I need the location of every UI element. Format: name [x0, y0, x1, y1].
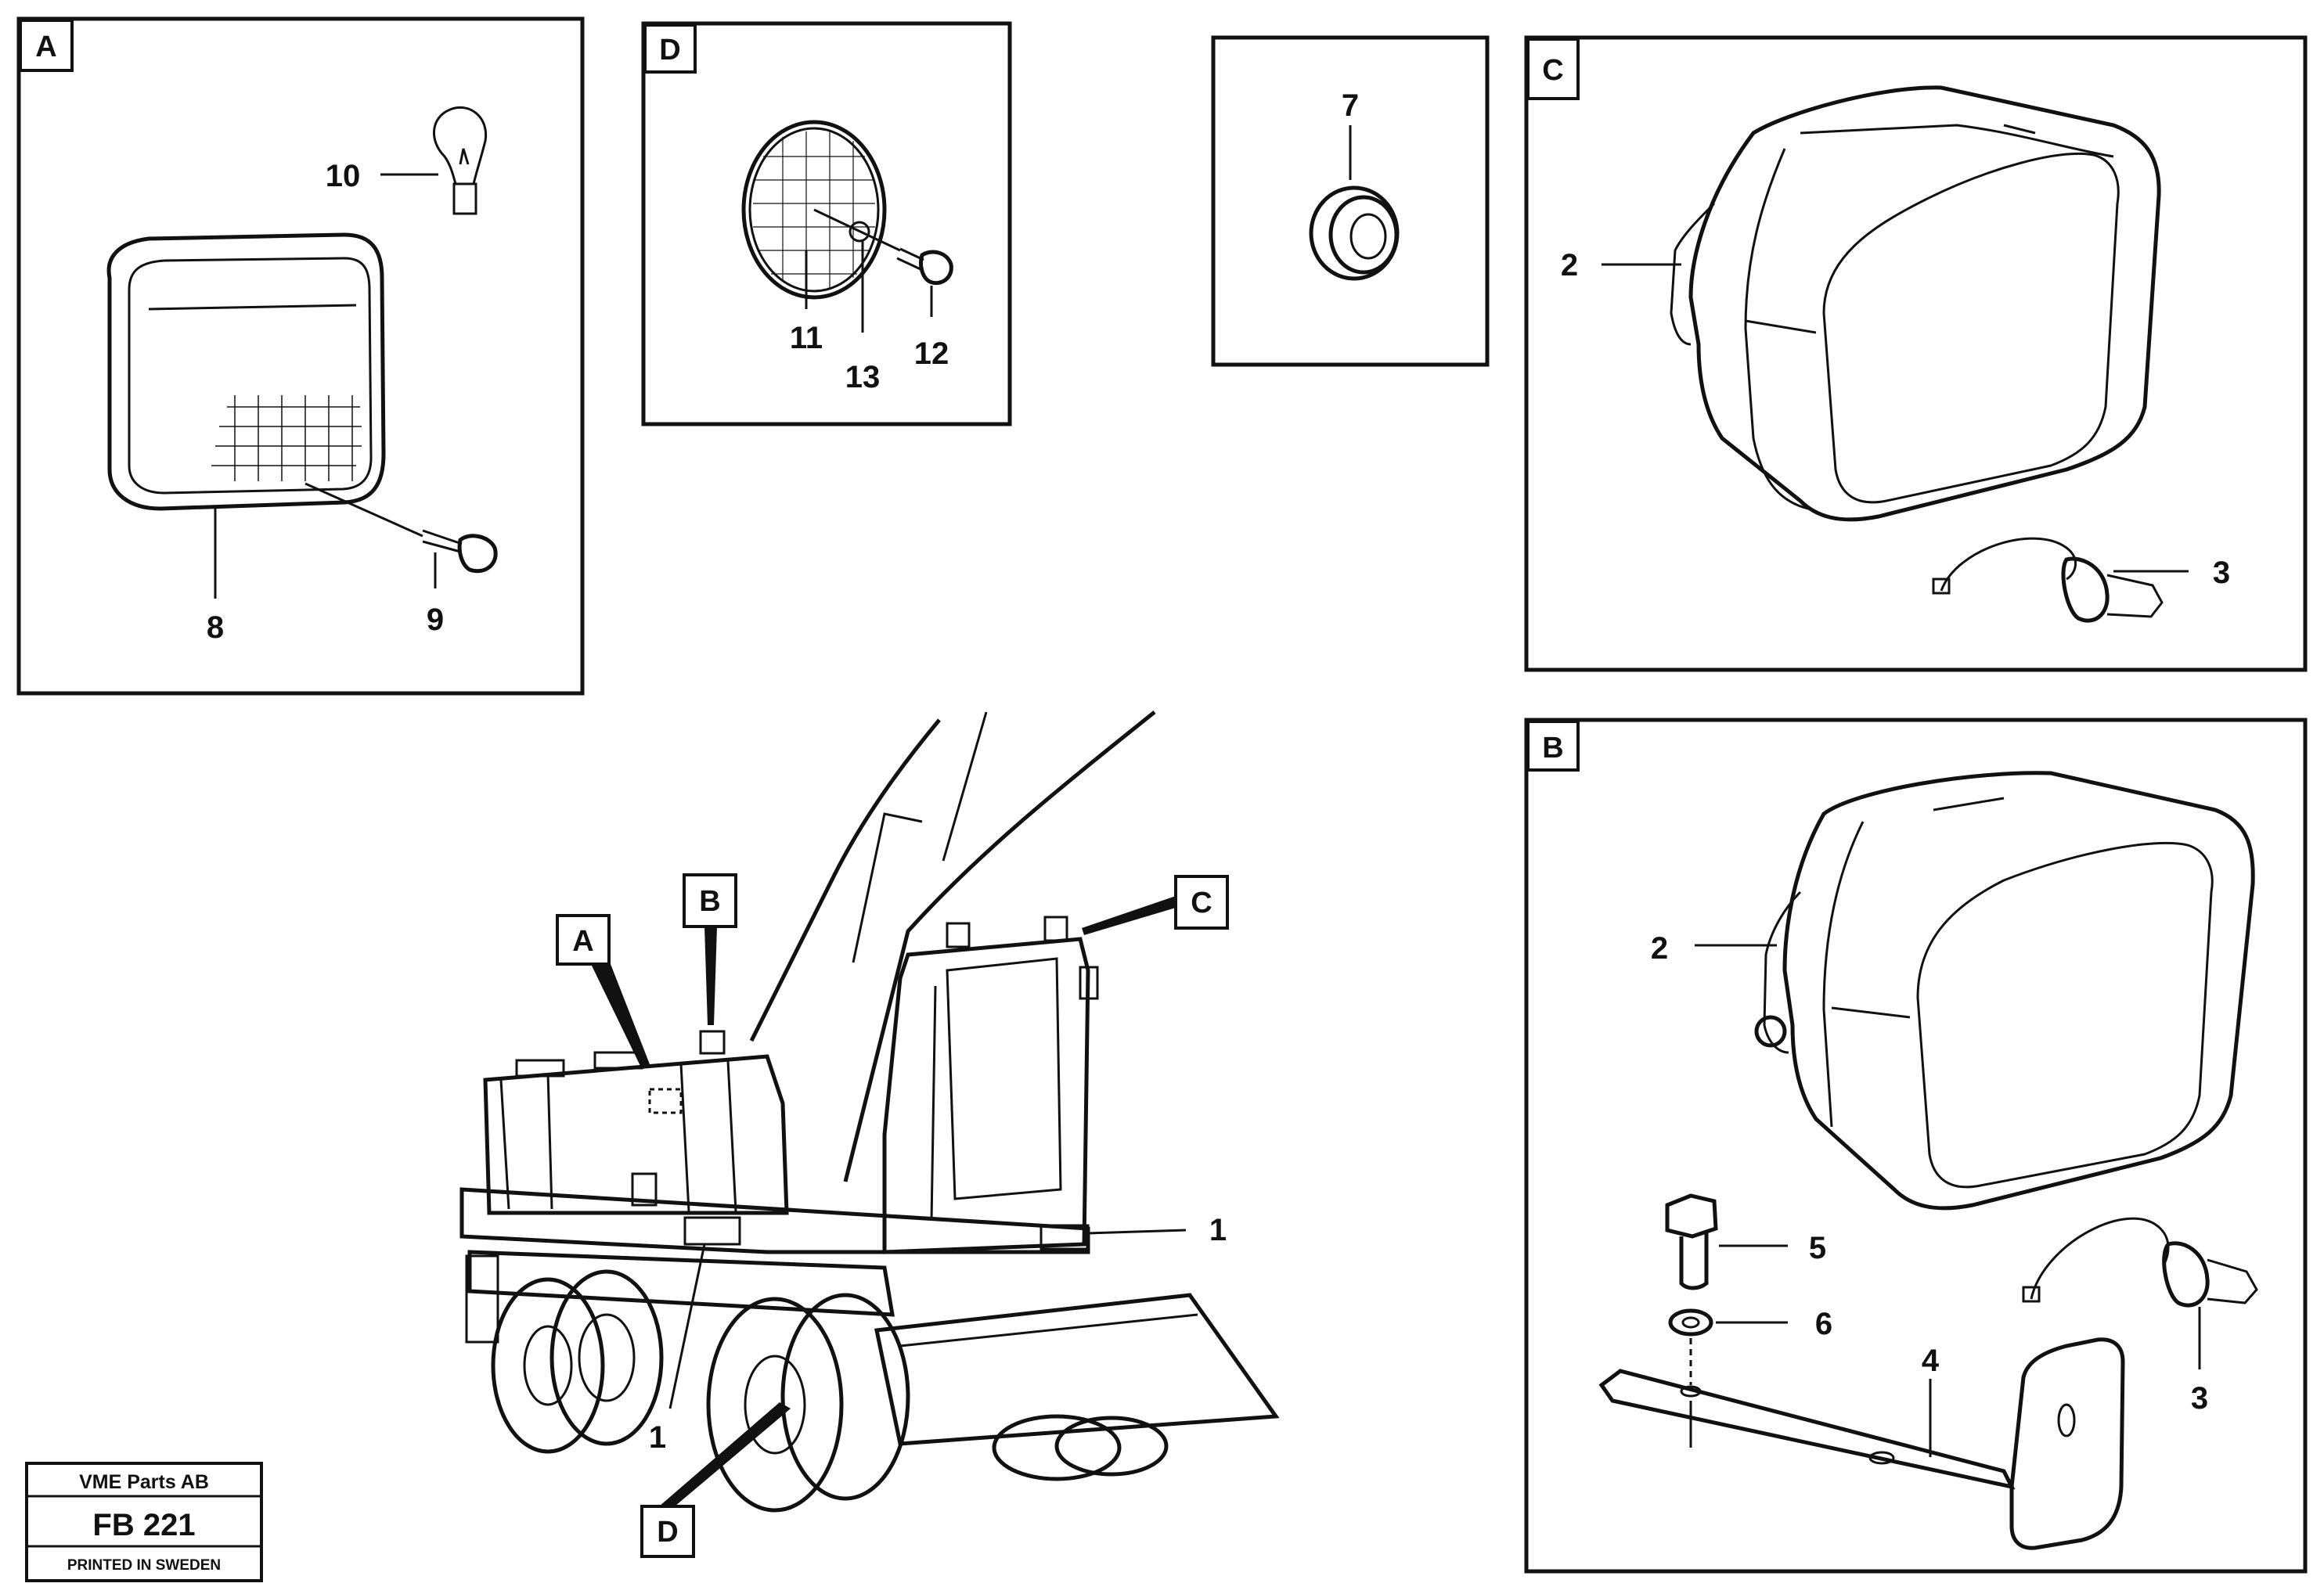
boom-outline	[749, 718, 941, 1042]
engine-housing	[483, 1054, 789, 1215]
panel-c-frame	[1524, 35, 2308, 672]
rear-wheels	[465, 1254, 664, 1454]
cab-outline	[882, 937, 1090, 1254]
overview-tag-b-box	[683, 873, 737, 928]
callout-10: 10	[326, 159, 361, 193]
panel-d-tag-box	[643, 23, 697, 74]
panel-a-tag-box	[19, 19, 74, 72]
panel-d-frame	[641, 21, 1012, 426]
panel-b: B 2 5 6	[1524, 718, 2308, 1574]
callout-13: 13	[845, 360, 881, 394]
bolt-5-illustration	[1665, 1193, 1718, 1290]
grommet-illustration	[1309, 185, 1400, 281]
callout-1-right: 1	[1209, 1213, 1227, 1247]
callout-11: 11	[790, 321, 823, 355]
screw-9-axis	[304, 482, 423, 538]
stamp-printed: PRINTED IN SWEDEN	[67, 1557, 221, 1574]
panel-b-tag: B	[1542, 732, 1563, 765]
overview-arrow-a	[591, 964, 650, 1066]
washer-6-illustration	[1668, 1308, 1713, 1337]
callout-b-3: 3	[2191, 1381, 2208, 1416]
chassis	[467, 1250, 895, 1317]
callout-b-2: 2	[1651, 931, 1668, 966]
panel-b-tag-box	[1526, 720, 1580, 772]
work-lamp-c-illustration	[1670, 85, 2161, 522]
callout-5: 5	[1809, 1231, 1826, 1265]
stamp-frame	[25, 1462, 263, 1582]
overview-arrow-d	[659, 1402, 791, 1506]
bracket-4-illustration	[1598, 1337, 2125, 1550]
excavator-overview: A B C D 1 1	[459, 711, 1280, 1558]
boom-outline-lower	[843, 711, 1156, 1182]
overview-tag-b: B	[699, 885, 720, 918]
panel-d-tag: D	[659, 34, 680, 67]
callout-line-1-lower	[668, 1243, 706, 1409]
panel-grommet-frame	[1211, 35, 1490, 367]
callout-8: 8	[207, 610, 224, 645]
overview-tag-d-box	[640, 1505, 695, 1558]
overview-tag-a: A	[572, 925, 593, 958]
callout-6: 6	[1815, 1307, 1832, 1341]
callout-c-2: 2	[1561, 248, 1578, 282]
callout-7: 7	[1342, 88, 1359, 123]
callout-4: 4	[1922, 1344, 1940, 1378]
work-lamp-b-illustration	[1754, 771, 2255, 1211]
front-wheels	[706, 1293, 1169, 1513]
callout-1-lower: 1	[649, 1420, 666, 1455]
callout-line-1-right	[1087, 1229, 1187, 1235]
title-stamp: VME Parts AB FB 221 PRINTED IN SWEDEN	[25, 1462, 263, 1582]
panel-a-frame	[16, 16, 585, 696]
upper-frame	[459, 1187, 1090, 1254]
bulb-holder-b-illustration	[2022, 1217, 2258, 1308]
panel-a-tag: A	[35, 31, 56, 63]
overview-tag-d: D	[657, 1516, 678, 1549]
panel-c-tag-box	[1526, 38, 1580, 100]
bulb-illustration	[433, 106, 488, 215]
overview-tag-c-box	[1174, 875, 1229, 930]
bulb-holder-c-illustration	[1932, 537, 2164, 623]
stamp-company: VME Parts AB	[79, 1471, 209, 1493]
panel-b-frame	[1524, 718, 2308, 1574]
callout-9: 9	[427, 603, 444, 637]
panel-d: D 11 13	[641, 21, 1012, 426]
overview-tag-c: C	[1191, 887, 1212, 919]
reflector-illustration	[741, 120, 901, 300]
screw-12-illustration	[896, 247, 953, 285]
stamp-code: FB 221	[92, 1508, 195, 1542]
panel-c-tag: C	[1542, 54, 1563, 87]
overview-arrow-c	[1082, 896, 1176, 935]
overview-tag-a-box	[556, 914, 611, 966]
screw-9-illustration	[422, 529, 498, 574]
panel-a: A 10	[16, 16, 585, 696]
callout-12: 12	[914, 336, 949, 371]
overview-arrow-b	[704, 927, 717, 1025]
dozer-blade	[874, 1293, 1280, 1446]
panel-c: C 2 3	[1524, 35, 2308, 672]
callout-c-3: 3	[2213, 556, 2230, 590]
panel-grommet: 7	[1211, 35, 1490, 367]
work-lamp-a-illustration	[106, 232, 386, 511]
